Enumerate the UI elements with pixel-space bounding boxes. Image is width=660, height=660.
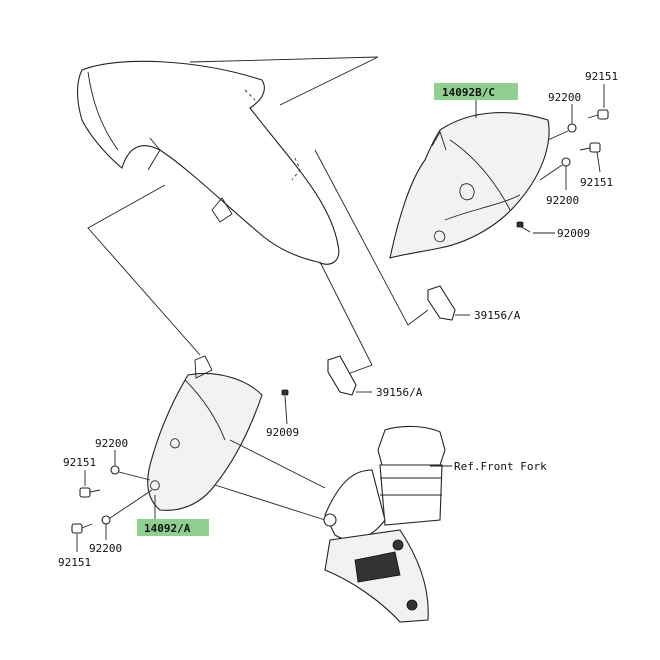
- assembly-line-upper: [189, 56, 379, 106]
- screw-right-icon: [516, 221, 531, 233]
- washer-left-1-icon: [110, 465, 120, 475]
- label-fender-rear-part: 14092B/C: [434, 83, 518, 100]
- label-screw-right: 92009: [557, 227, 590, 240]
- label-fender-front-part: 14092/A: [137, 519, 209, 536]
- bolt-left-2-icon: [71, 523, 93, 534]
- svg-text:14092/A: 14092/A: [144, 522, 191, 535]
- assembly-line-left: [87, 184, 201, 356]
- label-clip-lower: 39156/A: [376, 386, 423, 399]
- bolt-top-right-2-icon: [579, 142, 601, 153]
- assembly-line-rear: [314, 149, 429, 326]
- front-fender-piece: [147, 355, 263, 511]
- label-washer-top-right-1: 92200: [548, 91, 581, 104]
- label-bolt-top-right-2: 92151: [580, 176, 613, 189]
- front-fender: [76, 60, 340, 265]
- washer-top-right-2-icon: [561, 157, 571, 167]
- clip-upper-icon: [427, 285, 470, 321]
- label-screw-center: 92009: [266, 426, 299, 439]
- label-bolt-top-right-1: 92151: [585, 70, 618, 83]
- svg-text:14092B/C: 14092B/C: [442, 86, 495, 99]
- assembly-line-center: [319, 261, 373, 376]
- screw-center-icon: [281, 389, 289, 425]
- label-reference-fork: Ref.Front Fork: [454, 460, 547, 473]
- clip-lower-icon: [327, 355, 372, 396]
- label-washer-left-2: 92200: [89, 542, 122, 555]
- label-washer-top-right-2: 92200: [546, 194, 579, 207]
- assembly-line-front-2: [214, 484, 326, 521]
- label-washer-left-1: 92200: [95, 437, 128, 450]
- label-clip-upper: 39156/A: [474, 309, 521, 322]
- washer-left-2-icon: [101, 515, 111, 525]
- bolt-left-1-icon: [79, 487, 101, 498]
- label-bolt-left-1: 92151: [63, 456, 96, 469]
- assembly-line-front: [229, 439, 326, 489]
- front-fork-icon: [323, 425, 446, 623]
- rear-fender-piece: [389, 112, 550, 259]
- bolt-top-right-1-icon: [587, 109, 609, 120]
- washer-top-right-1-icon: [567, 123, 577, 133]
- label-bolt-left-2: 92151: [58, 556, 91, 569]
